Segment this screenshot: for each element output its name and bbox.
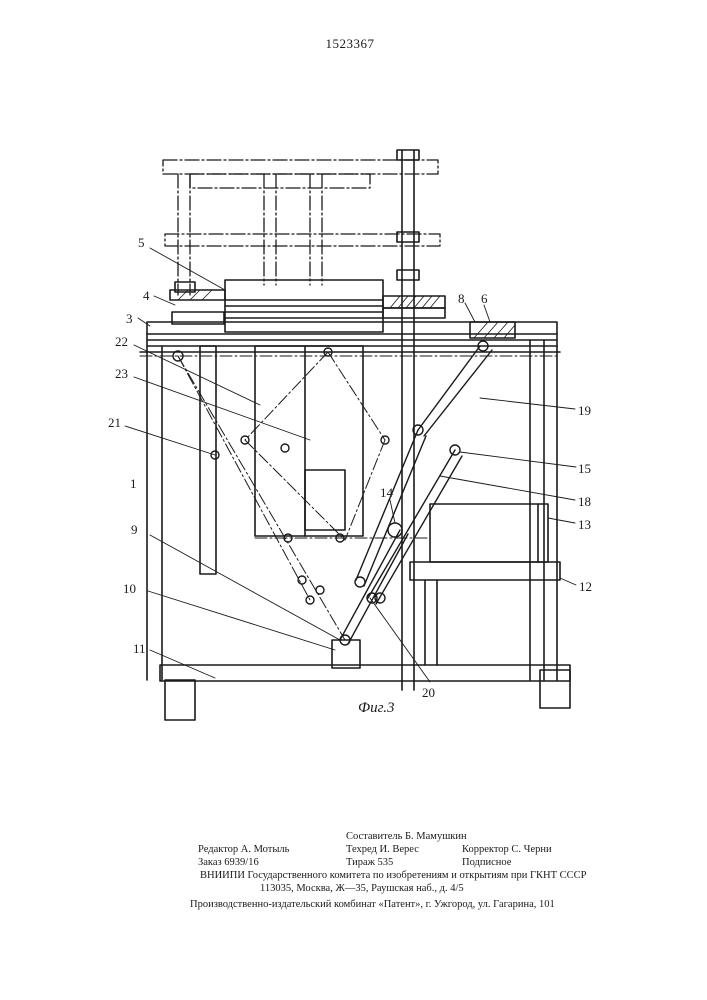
label-3: 3 [126, 311, 133, 326]
label-14: 14 [380, 485, 394, 500]
guide-rods [175, 150, 419, 690]
label-5: 5 [138, 235, 145, 250]
label-22: 22 [115, 334, 128, 349]
order: Заказ 6939/16 [198, 856, 259, 869]
label-12: 12 [579, 579, 592, 594]
label-23: 23 [115, 366, 128, 381]
label-11: 11 [133, 641, 146, 656]
publisher: Производственно-издательский комбинат «П… [190, 898, 555, 911]
label-21: 21 [108, 415, 121, 430]
main-frame [147, 334, 570, 720]
label-6: 6 [481, 291, 488, 306]
imprint-block: Составитель Б. Мамушкин Редактор А. Моты… [170, 830, 610, 911]
upper-frame [163, 160, 440, 295]
label-8: 8 [458, 291, 465, 306]
label-18: 18 [578, 494, 591, 509]
label-9: 9 [131, 522, 138, 537]
subscription: Подписное [462, 856, 511, 869]
label-19: 19 [578, 403, 591, 418]
techred: Техред И. Верес [346, 843, 419, 856]
institute: ВНИИПИ Государственного комитета по изоб… [200, 869, 587, 882]
label-13: 13 [578, 517, 591, 532]
table-12 [410, 562, 560, 580]
compiler: Составитель Б. Мамушкин [346, 830, 467, 843]
label-15: 15 [578, 461, 591, 476]
corrector: Корректор С. Черни [462, 843, 552, 856]
address: 113035, Москва, Ж—35, Раушская наб., д. … [260, 882, 464, 895]
label-4: 4 [143, 288, 150, 303]
label-1: 1 [130, 476, 137, 491]
figure-caption: Фиг.3 [358, 700, 394, 716]
base-beam [160, 665, 570, 681]
label-20: 20 [422, 685, 435, 700]
circulation: Тираж 535 [346, 856, 393, 869]
label-10: 10 [123, 581, 136, 596]
editor: Редактор А. Мотыль [198, 843, 289, 856]
